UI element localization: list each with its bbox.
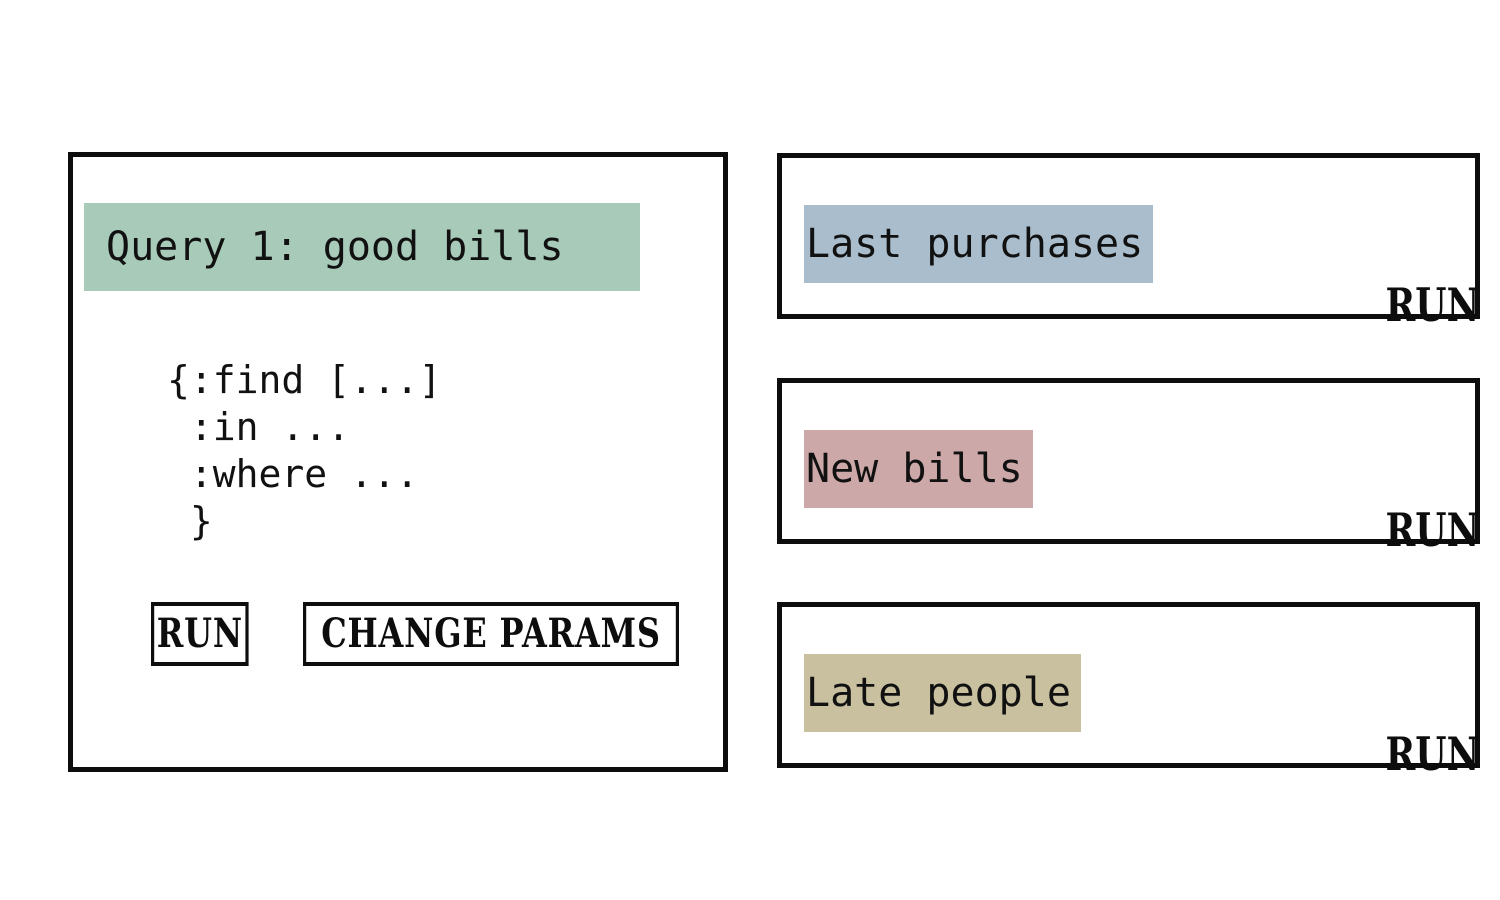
run-button[interactable]: RUN (151, 602, 249, 666)
saved-query-title: New bills (804, 430, 1033, 508)
saved-query-card[interactable]: Late people RUN (777, 602, 1480, 777)
run-button[interactable]: RUN (1385, 727, 1479, 781)
change-params-button[interactable]: CHANGE PARAMS (303, 602, 679, 666)
saved-query-title: Late people (804, 654, 1081, 732)
editor-button-row: RUN CHANGE PARAMS (151, 602, 773, 666)
query-title: Query 1: good bills (84, 203, 640, 291)
saved-query-title: Last purchases (804, 205, 1154, 283)
saved-query-card[interactable]: New bills RUN (777, 378, 1480, 553)
run-button[interactable]: RUN (1385, 278, 1479, 332)
run-button[interactable]: RUN (1385, 503, 1479, 557)
query-editor-panel: Query 1: good bills {:find [...] :in ...… (68, 152, 728, 772)
query-code-block[interactable]: {:find [...] :in ... :where ... } (167, 358, 442, 543)
saved-query-card[interactable]: Last purchases RUN (777, 153, 1480, 328)
